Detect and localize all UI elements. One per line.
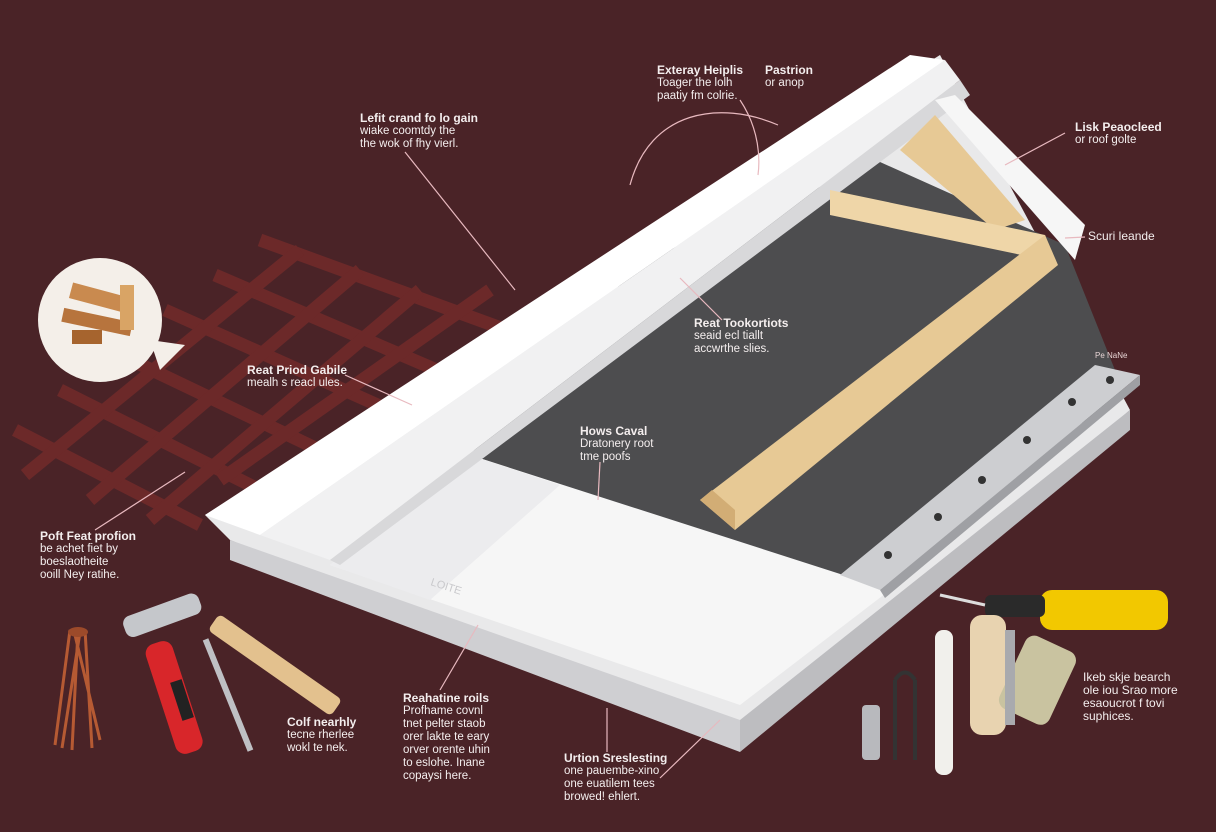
metal-strip-tag: Pe NaNe	[1095, 351, 1128, 360]
gable-board	[935, 95, 1085, 260]
twine-bundle-icon	[53, 627, 102, 751]
hook-tool-icon	[893, 670, 917, 760]
pipe-fitting-icon	[998, 635, 1076, 725]
label-scuri: Scuri leande	[1088, 229, 1155, 243]
pin-rod-icon	[202, 638, 254, 752]
tube-applicator-icon	[939, 590, 1168, 630]
hammer-stapler-icon	[123, 593, 203, 754]
joint-detail-inset	[38, 258, 185, 382]
rolled-dowel-icon	[970, 615, 1006, 735]
tools	[53, 590, 1168, 775]
leader-lines	[94, 99, 1086, 779]
ridge-cap	[205, 55, 945, 535]
wood-frame	[700, 115, 1058, 530]
chalk-stick-icon	[935, 630, 953, 775]
roof-lattice	[12, 233, 523, 531]
wood-dowel-icon	[209, 615, 341, 715]
metal-fascia-strip	[840, 365, 1140, 598]
